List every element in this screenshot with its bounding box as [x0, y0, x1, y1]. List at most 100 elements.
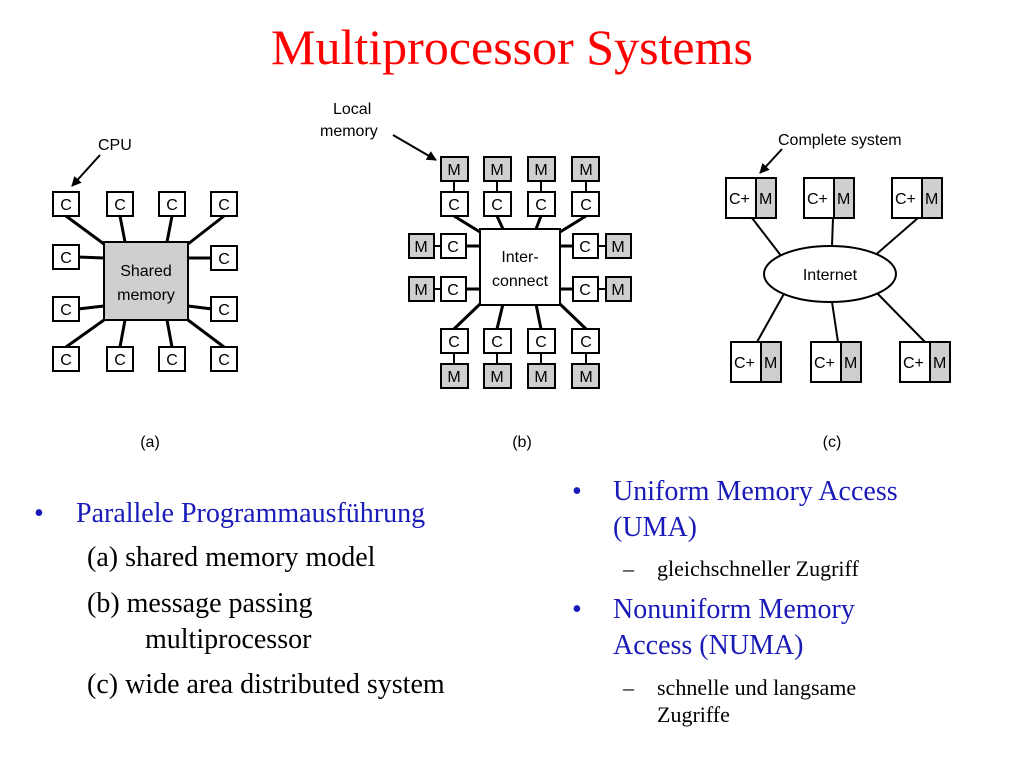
cpu-a-8: C [218, 302, 230, 319]
cpu-b-12: C [580, 334, 592, 351]
cpu-callout-arrow [71, 154, 101, 187]
cpu-b-3: C [535, 197, 547, 214]
node-c-5-cpu: C+ [814, 355, 835, 372]
diagram-b: Inter- connect M M M M C C C C M [320, 101, 632, 451]
links-b [434, 181, 606, 364]
numa-heading-2: Access (NUMA) [613, 630, 804, 661]
slide-title: Multiprocessor Systems [271, 19, 753, 75]
cpu-boxes-a [52, 191, 238, 372]
complete-system-arrow [759, 148, 783, 174]
cpu-a-10: C [114, 352, 126, 369]
uma-bullet-dot: • [572, 476, 582, 507]
node-c-frames [725, 177, 951, 383]
cpu-a-9: C [60, 352, 72, 369]
uma-heading-2: (UMA) [613, 512, 697, 543]
node-c-2-cpu: C+ [807, 191, 828, 208]
interconnect-label-1: Inter- [501, 249, 538, 266]
node-c-1-mem: M [759, 191, 772, 208]
cpu-a-4: C [218, 197, 230, 214]
diagram-a: Shared memory C C C C C C C C C C C C CP… [52, 137, 238, 451]
mem-b-2: M [490, 162, 503, 179]
cpu-a-1: C [60, 197, 72, 214]
complete-system-label: Complete system [778, 132, 902, 149]
mem-b-5: M [414, 239, 427, 256]
node-c-1-cpu: C+ [729, 191, 750, 208]
cpu-callout-label: CPU [98, 137, 132, 154]
cpu-a-2: C [114, 197, 126, 214]
cpu-b-7: C [579, 239, 591, 256]
node-c-3-mem: M [925, 191, 938, 208]
left-item-a: (a) shared memory model [87, 542, 376, 573]
uma-sub-dash: – [623, 556, 634, 581]
multiprocessor-diagram: Shared memory C C C C C C C C C C C C CP… [52, 101, 951, 451]
interconnect-box [479, 228, 561, 306]
node-c-6-mem: M [933, 355, 946, 372]
left-item-c: (c) wide area distributed system [87, 669, 445, 700]
local-memory-label-2: memory [320, 123, 378, 140]
left-heading: Parallele Programmausführung [76, 498, 426, 529]
numa-sub-1: schnelle und langsame [657, 675, 857, 700]
shared-memory-box [103, 241, 189, 321]
cpu-b-4: C [580, 197, 592, 214]
shared-memory-label-2: memory [117, 287, 175, 304]
cpu-labels-a: C C C C C C C C C C C C [60, 197, 230, 369]
node-c-6-cpu: C+ [903, 355, 924, 372]
internet-ellipse [763, 245, 897, 303]
cpu-b-5: C [447, 239, 459, 256]
node-c-3-cpu: C+ [895, 191, 916, 208]
left-item-b-cont: multiprocessor [145, 624, 312, 655]
cpu-b-8: C [579, 282, 591, 299]
left-item-b: (b) message passing [87, 588, 313, 619]
numa-bullet-dot: • [572, 594, 582, 625]
cpu-a-12: C [218, 352, 230, 369]
spokes-b [452, 214, 588, 331]
node-c-labels: C+ M C+ M C+ M C+ M C+ M C+ M [729, 191, 946, 372]
shared-memory-label-1: Shared [120, 263, 172, 280]
cpu-a-5: C [60, 250, 72, 267]
node-c-4-cpu: C+ [734, 355, 755, 372]
left-bullet-dot: • [34, 498, 44, 529]
numa-heading-1: Nonuniform Memory [613, 594, 855, 625]
mem-b-1: M [447, 162, 460, 179]
cpu-a-6: C [218, 251, 230, 268]
mem-b-4: M [579, 162, 592, 179]
caption-b: (b) [512, 434, 532, 451]
local-memory-arrow [392, 134, 437, 161]
node-c-4-mem: M [764, 355, 777, 372]
local-memory-label-1: Local [333, 101, 371, 118]
uma-heading-1: Uniform Memory Access [613, 476, 898, 507]
cpu-b-9: C [448, 334, 460, 351]
numa-sub-dash: – [623, 675, 634, 700]
cpu-a-7: C [60, 302, 72, 319]
cpu-b-6: C [447, 282, 459, 299]
mem-b-11: M [534, 369, 547, 386]
mem-b-12: M [579, 369, 592, 386]
labels-b: M M M M C C C C M C M C C M C M C C C C … [414, 162, 624, 386]
node-c-shading [756, 178, 950, 382]
node-c-5-mem: M [844, 355, 857, 372]
diagram-c: Internet C+ M C+ M C+ M C+ M C+ M C+ M [725, 132, 951, 451]
numa-sub-2: Zugriffe [657, 702, 730, 727]
spokes-a [65, 214, 225, 349]
cpu-a-11: C [166, 352, 178, 369]
mem-b-7: M [611, 239, 624, 256]
mem-b-9: M [447, 369, 460, 386]
uma-sub: gleichschneller Zugriff [657, 556, 859, 581]
mem-b-3: M [534, 162, 547, 179]
cpu-b-1: C [448, 197, 460, 214]
cpu-boxes-b [440, 191, 600, 354]
mem-b-10: M [490, 369, 503, 386]
cpu-b-11: C [535, 334, 547, 351]
mem-b-8: M [611, 282, 624, 299]
links-c [751, 217, 926, 343]
cpu-b-10: C [491, 334, 503, 351]
mem-boxes-b [408, 156, 632, 389]
internet-label: Internet [803, 267, 858, 284]
cpu-b-2: C [491, 197, 503, 214]
node-c-2-mem: M [837, 191, 850, 208]
cpu-a-3: C [166, 197, 178, 214]
mem-b-6: M [414, 282, 427, 299]
caption-a: (a) [140, 434, 160, 451]
caption-c: (c) [823, 434, 842, 451]
interconnect-label-2: connect [492, 273, 549, 290]
